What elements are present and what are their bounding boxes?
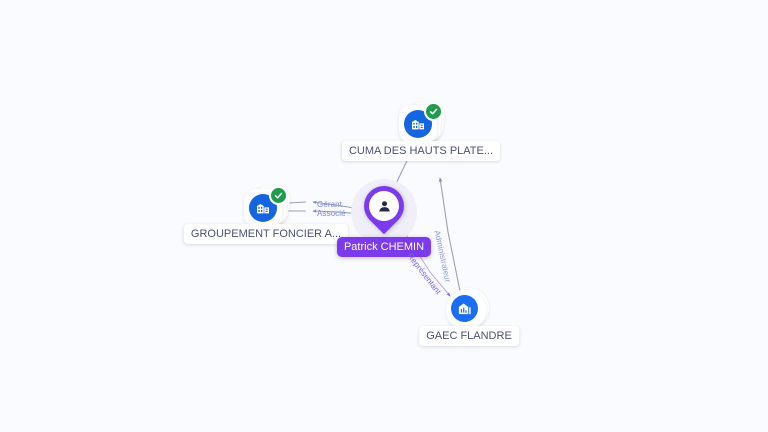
- edge-line-gerant-left: [287, 201, 307, 204]
- edge-line-administrateur: [438, 177, 461, 292]
- edge-label-gerant[interactable]: Gérant: [317, 200, 343, 209]
- graph-node-label-cuma[interactable]: CUMA DES HAUTS PLATE...: [341, 141, 501, 161]
- verified-check-badge: [269, 186, 288, 205]
- graph-node-label-groupement[interactable]: GROUPEMENT FONCIER A...: [183, 224, 349, 244]
- company-avatar-gaec[interactable]: [446, 287, 492, 333]
- graph-node-label-gaec-flandre[interactable]: GAEC FLANDRE: [419, 326, 519, 346]
- person-pin-marker[interactable]: [351, 177, 417, 245]
- company-chart-icon: [451, 295, 478, 322]
- person-icon: [369, 191, 399, 221]
- edge-label-associe[interactable]: Associé: [317, 209, 346, 218]
- company-avatar-groupement[interactable]: [243, 184, 292, 231]
- company-avatar-cuma[interactable]: [398, 100, 447, 147]
- graph-node-label-patrick-chemin[interactable]: Patrick CHEMIN: [336, 237, 432, 257]
- verified-check-badge: [424, 102, 443, 121]
